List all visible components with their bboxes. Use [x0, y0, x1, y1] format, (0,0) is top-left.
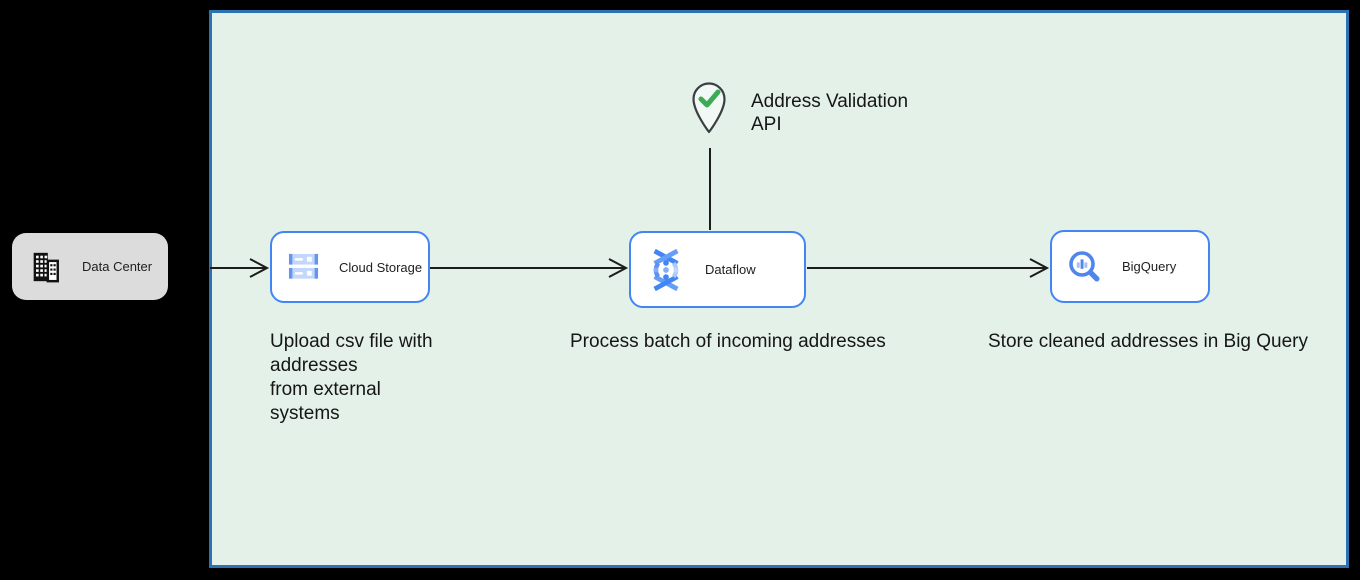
- node-cloud-storage[interactable]: Cloud Storage: [270, 231, 430, 303]
- node-label: BigQuery: [1122, 259, 1177, 274]
- node-label: Dataflow: [705, 262, 756, 277]
- dataflow-icon: [647, 248, 685, 292]
- node-data-center[interactable]: Data Center: [12, 233, 168, 300]
- caption-bigquery: Store cleaned addresses in Big Query: [988, 331, 1309, 352]
- node-label: Cloud Storage: [339, 259, 423, 275]
- caption-cloud-storage: Upload csv file with addresses from exte…: [270, 331, 433, 424]
- api-annotation-label: Address Validation API: [751, 91, 909, 135]
- node-bigquery[interactable]: BigQuery: [1050, 230, 1210, 303]
- cloud-storage-icon: [288, 252, 319, 282]
- building-icon: [28, 250, 62, 284]
- node-label: Data Center: [82, 259, 153, 274]
- bigquery-icon: [1068, 250, 1102, 284]
- caption-dataflow: Process batch of incoming addresses: [570, 331, 886, 352]
- node-dataflow[interactable]: Dataflow: [629, 231, 806, 308]
- map-pin-check-icon: [690, 81, 728, 135]
